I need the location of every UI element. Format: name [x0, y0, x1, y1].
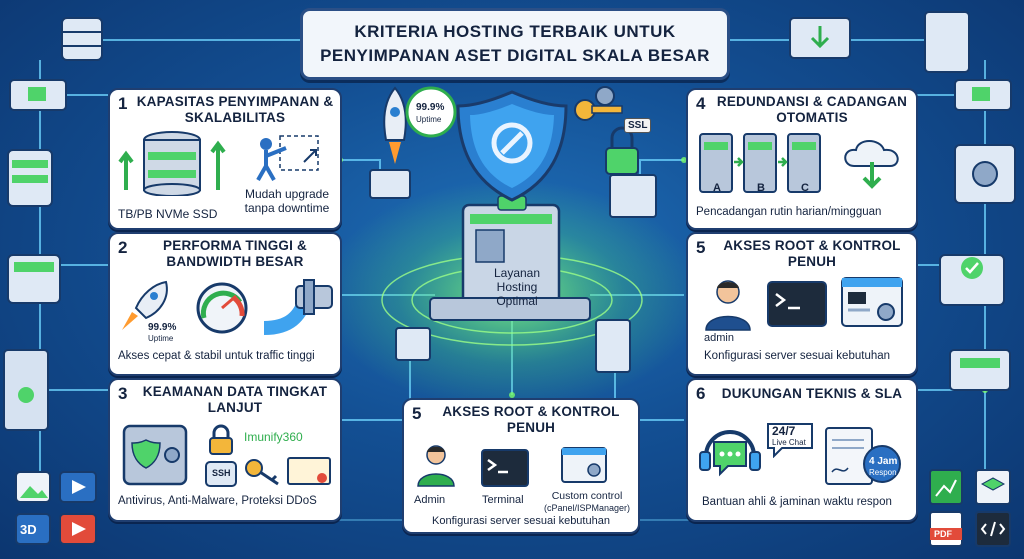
vault-icon	[122, 424, 188, 486]
admin-label: Admin	[414, 494, 446, 506]
performance-caption: Akses cepat & stabil untuk traffic tingg…	[118, 350, 315, 362]
threed-label: 3D	[20, 522, 37, 537]
key-icon	[574, 86, 623, 121]
terminal-icon	[481, 449, 529, 487]
side-server-icon	[609, 174, 657, 218]
ssh-label: SSH	[212, 468, 231, 478]
admin-label: admin	[704, 332, 734, 344]
lock-icon	[209, 424, 233, 455]
card-storage-scalability: 1 KAPASITAS PENYIMPANAN & SKALABILITAS T…	[108, 88, 342, 230]
hub-server-icon	[429, 195, 591, 321]
card-redundancy-backup: 4 REDUNDANSI & CADANGAN OTOMATIS A B C P…	[686, 88, 918, 230]
hub-label: Layanan Hosting Optimal	[493, 266, 541, 308]
card-root-access-center: 5 AKSES ROOT & KONTROL PENUH Admin Termi…	[402, 398, 640, 534]
server-label-b: B	[757, 182, 765, 194]
card-number: 5	[696, 238, 706, 257]
lock-icon	[605, 126, 639, 175]
card-root-access-right: 5 AKSES ROOT & KONTROL PENUH admin Konfi…	[686, 232, 918, 376]
security-caption: Antivirus, Anti-Malware, Proteksi DDoS	[118, 495, 317, 507]
title-line-1: KRITERIA HOSTING TERBAIK UNTUK	[354, 22, 676, 41]
decor-server-icon	[789, 11, 1016, 391]
card-title: PERFORMA TINGGI & BANDWIDTH BESAR	[163, 238, 307, 269]
card-title: KAPASITAS PENYIMPANAN & SKALABILITAS	[136, 94, 334, 125]
rocket-badge-unit: Uptime	[416, 115, 442, 124]
admin-user-icon	[705, 280, 751, 331]
side-server-icon	[369, 169, 411, 199]
server-label-c: C	[801, 182, 809, 194]
card-title: AKSES ROOT & KONTROL PENUH	[723, 238, 901, 269]
sla-document-icon	[825, 427, 901, 485]
card-performance-bandwidth: 2 PERFORMA TINGGI & BANDWIDTH BESAR 99.9…	[108, 232, 342, 376]
backup-servers-icon	[699, 133, 821, 193]
card-title: AKSES ROOT & KONTROL PENUH	[442, 404, 620, 435]
card-title: DUKUNGAN TEKNIS & SLA	[721, 386, 903, 401]
live-chat-bubble-icon	[767, 423, 813, 458]
card-number: 2	[118, 238, 128, 257]
terminal-icon	[767, 281, 827, 327]
backup-caption: Pencadangan rutin harian/mingguan	[696, 206, 882, 218]
root-caption: Konfigurasi server sesuai kebutuhan	[704, 350, 891, 362]
custom-control-label: Custom control	[551, 490, 623, 502]
control-panel-icon	[561, 447, 607, 483]
root-caption: Konfigurasi server sesuai kebutuhan	[432, 515, 610, 527]
card-title: KEAMANAN DATA TINGKAT LANJUT	[142, 384, 328, 415]
ssl-label: SSL	[624, 118, 652, 133]
card-support-sla: 6 DUKUNGAN TEKNIS & SLA 24/7 Live Chat 4…	[686, 378, 918, 522]
title-banner: KRITERIA HOSTING TERBAIK UNTUK PENYIMPAN…	[300, 8, 730, 80]
title-line-2: PENYIMPANAN ASET DIGITAL SKALA BESAR	[320, 46, 710, 65]
rocket-badge-value: 99.9%	[416, 102, 445, 113]
card-number: 5	[412, 404, 422, 423]
custom-control-sub: (cPanel/ISPManager)	[543, 503, 631, 513]
document-icons	[929, 469, 1011, 547]
sla-label: Respon	[869, 468, 897, 477]
uptime-value: 99.9%	[148, 322, 177, 333]
headset-chat-icon	[699, 430, 761, 477]
control-panel-icon	[841, 277, 903, 327]
rocket-icon	[383, 86, 407, 164]
shield-icon	[456, 90, 568, 202]
server-label-a: A	[713, 182, 721, 194]
uptime-unit: Uptime	[148, 334, 174, 343]
decor-server-icon	[3, 17, 103, 431]
admin-user-icon	[417, 445, 455, 487]
side-server-icon	[595, 319, 631, 373]
uptime-badge-icon	[405, 86, 457, 138]
upgrade-person-icon	[256, 135, 319, 181]
media-icons	[15, 471, 97, 545]
upgrade-caption: Mudah upgrade tanpa downtime	[244, 187, 330, 215]
threed-file-icon	[15, 513, 51, 545]
rocket-icon	[122, 280, 168, 330]
card-number: 3	[118, 384, 128, 403]
support-caption: Bantuan ahli & jaminan waktu respon	[702, 496, 892, 508]
speedometer-icon	[196, 282, 248, 334]
live-hours: 24/7	[772, 424, 796, 438]
imunify-brand: Imunify360	[244, 430, 303, 444]
card-data-security: 3 KEAMANAN DATA TINGKAT LANJUT SSH Imuni…	[108, 378, 342, 522]
key-certificate-icon	[245, 457, 331, 486]
card-number: 4	[696, 94, 706, 113]
card-number: 6	[696, 384, 706, 403]
card-title: REDUNDANSI & CADANGAN OTOMATIS	[716, 94, 908, 125]
live-chat-label: Live Chat	[772, 438, 806, 447]
sla-value: 4 Jam	[869, 456, 898, 467]
storage-database-icon	[118, 131, 226, 196]
card-number: 1	[118, 94, 128, 113]
terminal-label: Terminal	[482, 494, 524, 506]
pdf-label: PDF	[934, 529, 952, 539]
ssh-server-icon	[205, 461, 237, 487]
cloud-download-icon	[844, 140, 899, 189]
side-server-icon	[395, 327, 431, 361]
storage-caption: TB/PB NVMe SSD	[118, 207, 218, 221]
pipe-icon	[263, 279, 333, 335]
